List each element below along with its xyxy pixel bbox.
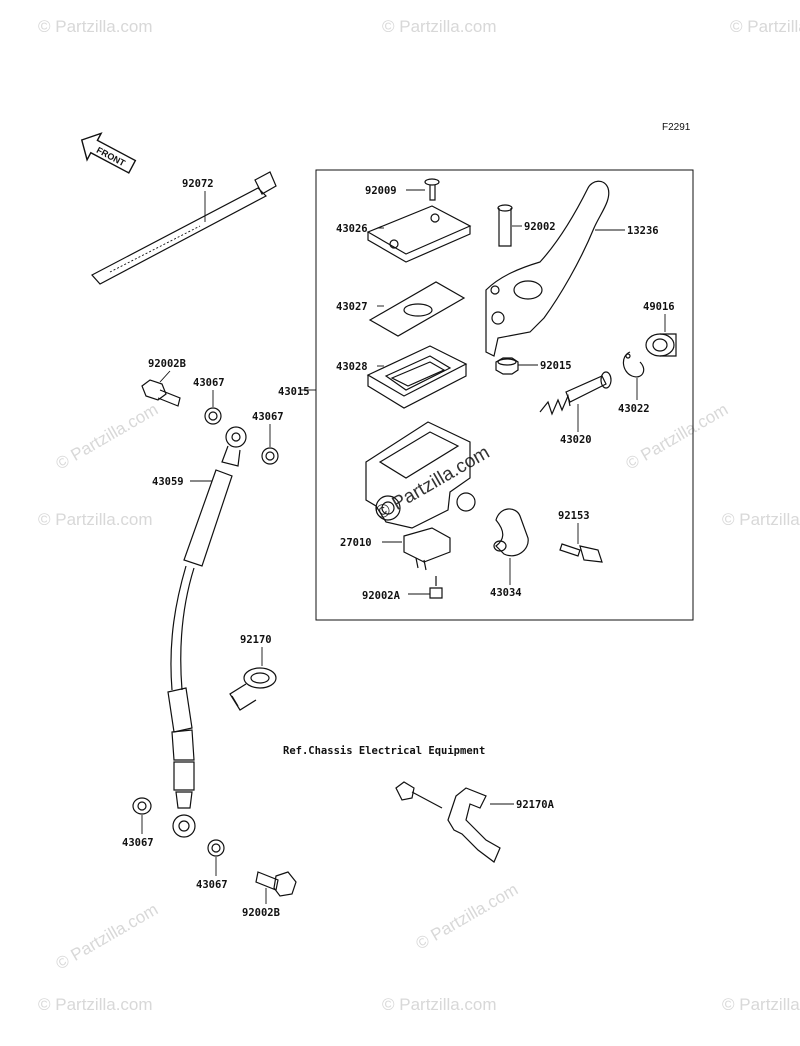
watermark-text: © Partzilla.com xyxy=(38,995,153,1014)
handlebar-clamp-part xyxy=(493,508,529,557)
banjo-bolt-bottom-part xyxy=(255,871,297,897)
label-92002A: 92002A xyxy=(362,590,401,602)
washer-top-b-part xyxy=(261,447,279,465)
diaphragm-plate-part xyxy=(368,281,466,337)
label-43067-b: 43067 xyxy=(252,411,284,423)
label-43020: 43020 xyxy=(560,434,592,446)
screw-92009-part xyxy=(424,178,440,201)
watermark-text: © Partzilla.com xyxy=(38,17,153,36)
label-43034: 43034 xyxy=(490,587,522,599)
label-92153: 92153 xyxy=(558,510,590,522)
reference-note: Ref.Chassis Electrical Equipment xyxy=(283,745,485,757)
brake-hose-part xyxy=(167,426,247,838)
label-92072: 92072 xyxy=(182,178,214,190)
label-43026: 43026 xyxy=(336,223,368,235)
label-92170A: 92170A xyxy=(516,799,555,811)
diaphragm-part xyxy=(366,345,468,409)
label-92009: 92009 xyxy=(365,185,397,197)
watermark-text: © Partzilla.com xyxy=(53,900,162,974)
reservoir-cap-part xyxy=(366,205,472,263)
switch-screw-part xyxy=(429,576,443,599)
watermark-text: © Partzilla.com xyxy=(53,400,162,474)
washer-bottom-d-part xyxy=(207,839,225,857)
label-27010: 27010 xyxy=(340,537,372,549)
banjo-bolt-top-part xyxy=(141,379,181,407)
master-cylinder-body-part xyxy=(365,421,476,529)
label-43067-d: 43067 xyxy=(196,879,228,891)
watermark-text: © Partzilla.com xyxy=(730,17,800,36)
brake-lever-part xyxy=(485,180,610,357)
washer-bottom-c-part xyxy=(132,797,152,815)
label-43028: 43028 xyxy=(336,361,368,373)
snap-ring-part xyxy=(622,351,645,378)
master-cylinder-box xyxy=(315,169,694,621)
hose-clamp-part xyxy=(229,667,277,711)
watermark-text: © Partzilla.com xyxy=(38,510,153,529)
watermark-text: © Partzilla.com xyxy=(382,995,497,1014)
watermark-text: © Partzilla.com xyxy=(413,880,522,954)
cable-tie-part xyxy=(91,171,277,285)
label-92002: 92002 xyxy=(524,221,556,233)
label-43027: 43027 xyxy=(336,301,368,313)
label-43015: 43015 xyxy=(278,386,310,398)
piston-spring-part xyxy=(539,371,612,416)
watermark-center: © Partzilla.com xyxy=(372,442,493,524)
figure-code: F2291 xyxy=(662,122,691,133)
watermark-text: © Partzilla.com xyxy=(382,17,497,36)
label-92170: 92170 xyxy=(240,634,272,646)
nut-92015-part xyxy=(495,357,519,375)
label-49016: 49016 xyxy=(643,301,675,313)
watermark-text: © Partzilla.com xyxy=(722,995,800,1014)
watermark-text: © Partzilla.com xyxy=(722,510,800,529)
label-43067-c: 43067 xyxy=(122,837,154,849)
dust-boot-part xyxy=(645,333,677,357)
label-92002B-top: 92002B xyxy=(148,358,186,370)
label-92002B-bottom: 92002B xyxy=(242,907,280,919)
bracket-92170A-part xyxy=(395,781,501,863)
label-43022: 43022 xyxy=(618,403,650,415)
clamp-bolt-part xyxy=(559,543,603,563)
watermark-layer: © Partzilla.com © Partzilla.com © Partzi… xyxy=(38,17,800,1014)
pivot-pin-part xyxy=(497,204,513,247)
label-13236: 13236 xyxy=(627,225,659,237)
washer-top-a-part xyxy=(204,407,222,425)
label-92015: 92015 xyxy=(540,360,572,372)
brake-switch-part xyxy=(403,527,451,571)
front-arrow-icon: FRONT xyxy=(80,132,137,174)
label-43067-a: 43067 xyxy=(193,377,225,389)
label-43059: 43059 xyxy=(152,476,184,488)
